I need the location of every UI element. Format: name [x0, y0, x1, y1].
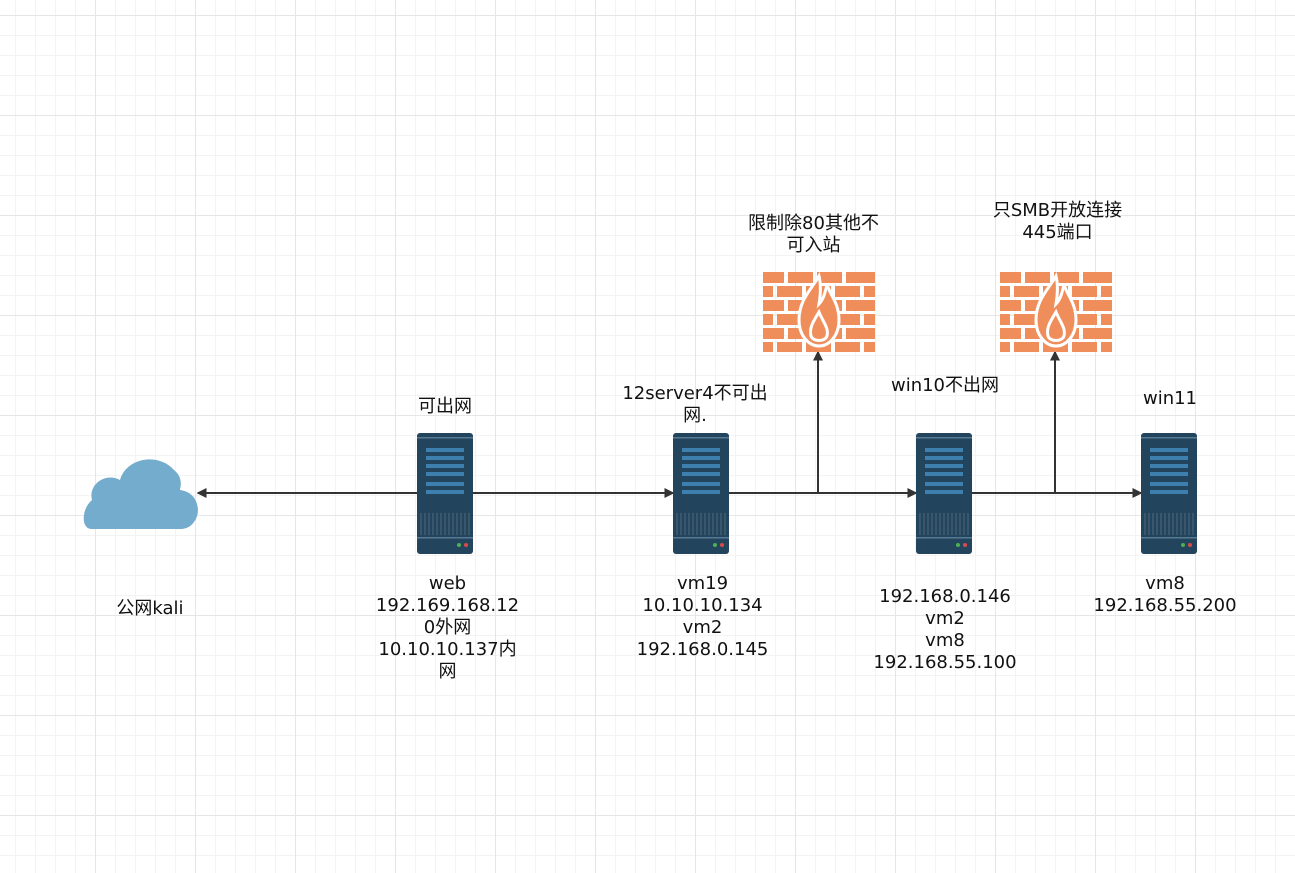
server-icon-server12[interactable]: [673, 433, 729, 554]
firewall-icon-1[interactable]: [763, 272, 875, 352]
web-caption: 可出网: [418, 396, 472, 417]
server-icon-win11[interactable]: [1141, 433, 1197, 554]
firewall2-caption: 只SMB开放连接 445端口: [992, 200, 1123, 243]
server-icon-win10[interactable]: [916, 433, 972, 554]
cloud-label: 公网kali: [116, 598, 184, 619]
cloud-icon[interactable]: [83, 459, 198, 529]
web-label: web 192.169.168.12 0外网 10.10.10.137内 网: [375, 573, 520, 682]
win11-caption: win11: [1142, 388, 1198, 409]
server12-caption: 12server4不可出 网.: [622, 383, 768, 426]
server-icon-web[interactable]: [417, 433, 473, 554]
firewall1-caption: 限制除80其他不 可入站: [748, 213, 879, 256]
edges-layer: [196, 350, 1143, 498]
win11-label: vm8 192.168.55.200: [1093, 573, 1237, 616]
server12-label: vm19 10.10.10.134 vm2 192.168.0.145: [636, 573, 769, 660]
win10-label: 192.168.0.146 vm2 vm8 192.168.55.100: [873, 586, 1017, 673]
firewall-icon-2[interactable]: [1000, 272, 1112, 352]
win10-caption: win10不出网: [890, 375, 1000, 396]
